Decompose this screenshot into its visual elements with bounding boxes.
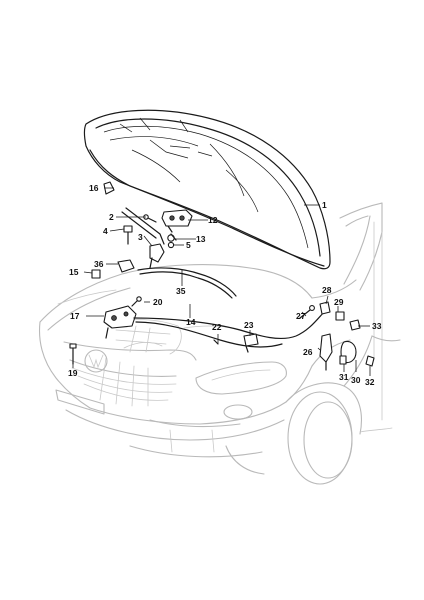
callout-1: 1	[322, 200, 327, 210]
callout-29: 29	[334, 297, 344, 307]
bracket-29	[335, 311, 345, 321]
callout-35: 35	[176, 286, 186, 296]
bolt-13	[167, 233, 177, 242]
callout-13: 13	[196, 234, 206, 244]
hood-seal-35	[137, 267, 237, 299]
callout-2: 2	[109, 212, 114, 222]
callout-32: 32	[365, 377, 375, 387]
cable-guide-22	[213, 339, 219, 345]
callout-30: 30	[351, 375, 361, 385]
release-lever-26	[319, 333, 333, 371]
callout-16: 16	[89, 183, 99, 193]
release-cable-14	[133, 309, 327, 348]
cable-holder-23	[243, 333, 259, 353]
callout-36: 36	[94, 259, 104, 269]
clip-36	[117, 259, 135, 273]
callout-28: 28	[322, 285, 332, 295]
callout-33: 33	[372, 321, 382, 331]
leader-lines	[72, 187, 371, 376]
callout-14: 14	[186, 317, 196, 327]
callout-26: 26	[303, 347, 313, 357]
bolt-19	[69, 343, 77, 365]
car-body-outline	[38, 202, 401, 485]
screw-10	[143, 214, 157, 223]
callout-12: 12	[208, 215, 218, 225]
callout-3: 3	[138, 232, 143, 242]
cable-end-27	[299, 305, 315, 319]
bolt-20	[131, 296, 142, 307]
hood-part-1	[83, 109, 331, 270]
clip-31	[339, 355, 347, 365]
callout-19: 19	[68, 368, 78, 378]
nut-5	[167, 241, 175, 249]
nut-33	[349, 319, 361, 331]
callout-labels: 1 16 2 12 4 3 13 5 36 15 35 20 17 14 22 …	[68, 183, 382, 387]
callout-20: 20	[153, 297, 163, 307]
hood-hinge-12	[161, 209, 193, 233]
callout-4: 4	[103, 226, 108, 236]
cover-28	[319, 301, 331, 315]
bolt-4	[123, 225, 133, 245]
callout-27: 27	[296, 311, 306, 321]
callout-15: 15	[69, 267, 79, 277]
clip-32	[365, 355, 375, 367]
hood-latch-17	[103, 305, 137, 339]
callout-23: 23	[244, 320, 254, 330]
callout-22: 22	[212, 322, 222, 332]
callout-17: 17	[70, 311, 80, 321]
clip-15	[91, 269, 101, 279]
callout-31: 31	[339, 372, 349, 382]
hinge-bracket-3	[149, 243, 165, 269]
callout-5: 5	[186, 240, 191, 250]
